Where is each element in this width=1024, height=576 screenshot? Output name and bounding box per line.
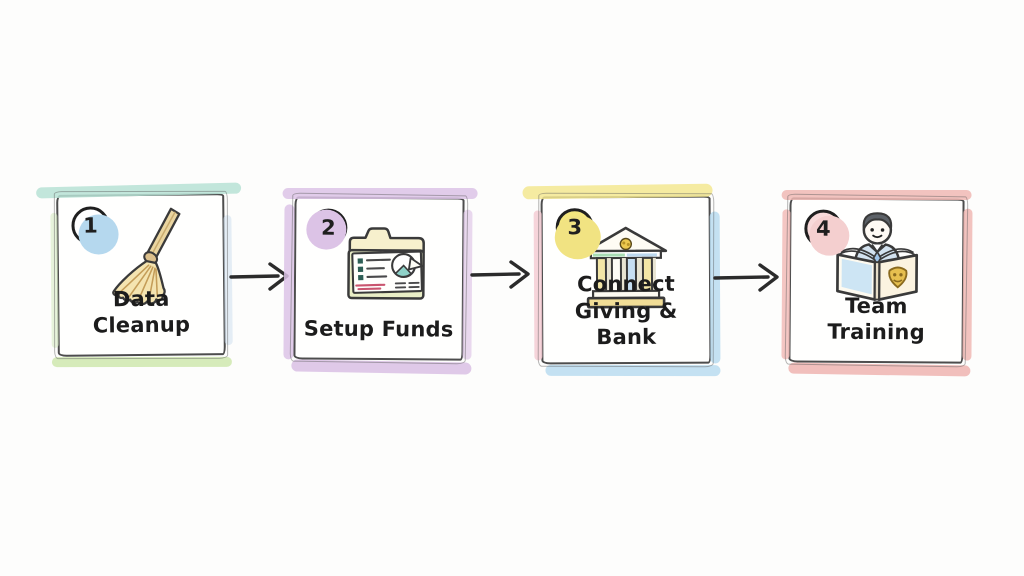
marker-highlight-bottom — [788, 362, 971, 377]
step-label: Connect Giving & Bank — [574, 271, 678, 349]
step-box-team-training: 4 Tea — [781, 189, 973, 377]
marker-highlight-left — [50, 212, 59, 348]
step-number-badge: 2 — [309, 208, 348, 247]
flow-arrow-1 — [229, 262, 289, 291]
step-label: Setup Funds — [303, 316, 454, 342]
step-number-badge: 1 — [71, 206, 110, 245]
marker-highlight-top — [36, 182, 242, 199]
marker-highlight-top — [282, 188, 478, 200]
flow-arrow-2 — [470, 260, 530, 289]
team-reader-icon — [791, 201, 963, 314]
bank-icon — [543, 214, 710, 327]
step-box-connect-giving-bank: 3 Connect Givin — [522, 183, 721, 377]
marker-highlight-top — [781, 189, 972, 200]
flow-arrow-3 — [713, 263, 779, 292]
broom-icon — [58, 201, 223, 315]
step-box-setup-funds: 2 — [282, 188, 478, 375]
step-number: 1 — [83, 213, 98, 238]
step-number-badge: 3 — [555, 208, 594, 247]
marker-highlight-bottom — [545, 364, 721, 377]
funds-folder-icon — [296, 210, 463, 323]
marker-highlight-bottom — [291, 359, 472, 375]
step-number-badge: 4 — [804, 209, 843, 248]
step-box-data-cleanup: 1 Data Cleanup — [36, 182, 242, 368]
step-number: 4 — [815, 216, 831, 241]
marker-highlight-right — [962, 208, 973, 361]
step-label: Data Cleanup — [92, 286, 191, 338]
step-number: 2 — [320, 215, 336, 240]
step-label: Team Training — [827, 293, 925, 345]
marker-highlight-bottom — [51, 356, 232, 368]
step-number: 3 — [567, 215, 583, 240]
marker-highlight-top — [522, 183, 713, 200]
